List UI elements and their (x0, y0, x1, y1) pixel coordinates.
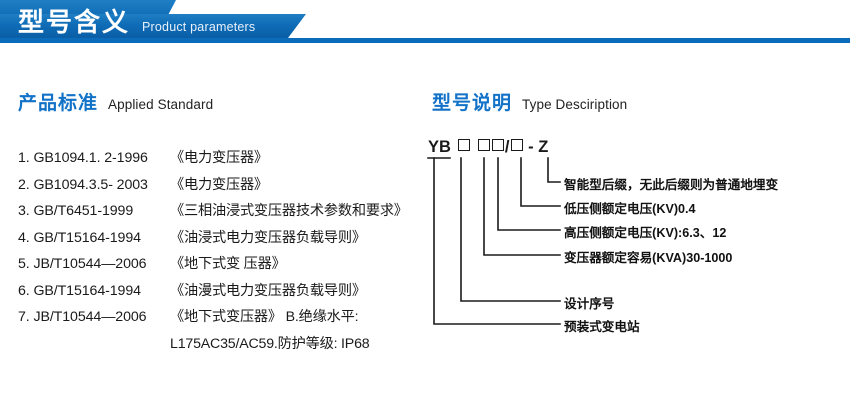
code-box-2 (477, 139, 490, 151)
list-item: 2. GB1094.3.5- 2003 《电力变压器》 (18, 172, 428, 199)
standard-code: 6. GB/T15164-1994 (18, 282, 141, 299)
code-dash: - (523, 138, 539, 156)
list-item: 3. GB/T6451-1999 《三相油浸式变压器技术参数和要求》 (18, 198, 428, 225)
banner-title: 型号含义 (18, 7, 131, 37)
code-suffix-z: Z (538, 138, 549, 156)
standard-code: 5. JB/T10544—2006 (18, 256, 147, 272)
callout-design-serial: 设计序号 (564, 297, 615, 311)
code-box-3 (491, 139, 504, 151)
list-item: 1. GB1094.1. 2-1996 《电力变压器》 (18, 145, 428, 172)
type-code-diagram: YB / - Z 智能型后缀，无此后缀则为普通地埋变 低压侧额定电压(KV)0.4… (420, 138, 850, 338)
standard-code: 1. GB1094.1. 2-1996 (18, 150, 148, 166)
standard-continuation-line: L175AC35/AC59.防护等级: IP68 (170, 335, 370, 352)
list-item: 5. JB/T10544—2006 《地下式变 压器》 (18, 251, 428, 278)
standard-code: 2. GB1094.3.5- 2003 (18, 176, 148, 193)
applied-standard-heading-cn: 产品标准 (18, 93, 99, 114)
applied-standard-list: 1. GB1094.1. 2-1996 《电力变压器》 2. GB1094.3.… (18, 145, 428, 357)
standard-code: 3. GB/T6451-1999 (18, 203, 134, 219)
code-slash: / (504, 138, 510, 156)
standard-name: 《油浸式电力变压器负载导则》 (170, 229, 366, 246)
standard-name: 《油漫式电力变压器负载导则》 (170, 282, 366, 299)
standard-name: 《三相油浸式变压器技术参数和要求》 (170, 203, 408, 219)
leader-lines (427, 157, 561, 325)
standard-code: 4. GB/T15164-1994 (18, 229, 141, 246)
callout-lv-rated-voltage: 低压侧额定电压(KV)0.4 (564, 202, 696, 216)
callout-substation-type: 预装式变电站 (564, 320, 640, 334)
banner-background-shape (0, 0, 850, 43)
list-item: 6. GB/T15164-1994 《油漫式电力变压器负载导则》 (18, 278, 428, 305)
list-item: 7. JB/T10544—2006 《地下式变压器》 B.绝缘水平: (18, 304, 428, 331)
standard-name: 《电力变压器》 (170, 176, 268, 193)
code-box-1 (457, 139, 470, 151)
type-description-heading-cn: 型号说明 (432, 93, 513, 114)
banner-subtitle: Product parameters (142, 20, 256, 34)
callout-intelligent-suffix: 智能型后缀，无此后缀则为普通地埋变 (564, 178, 779, 192)
callout-rated-capacity: 变压器额定容易(KVA)30-1000 (564, 251, 733, 265)
page-header-banner: 型号含义 Product parameters (0, 0, 850, 47)
type-description-heading-en: Type Desciription (522, 97, 628, 112)
list-item: 4. GB/T15164-1994 《油浸式电力变压器负载导则》 (18, 225, 428, 252)
applied-standard-heading: 产品标准 Applied Standard (18, 88, 213, 115)
standard-code: 7. JB/T10544—2006 (18, 309, 147, 325)
code-prefix-yb: YB (428, 138, 451, 156)
standard-name: 《电力变压器》 (170, 150, 268, 166)
type-description-heading: 型号说明 Type Desciription (432, 88, 627, 115)
applied-standard-heading-en: Applied Standard (108, 97, 214, 112)
standard-name: 《地下式变 压器》 (170, 256, 286, 272)
callout-hv-rated-voltage: 高压侧额定电压(KV):6.3、12 (564, 226, 727, 240)
standard-name: 《地下式变压器》 B.绝缘水平: (170, 309, 359, 325)
code-box-4 (510, 139, 523, 151)
type-code-string: YB / - Z (428, 138, 548, 157)
